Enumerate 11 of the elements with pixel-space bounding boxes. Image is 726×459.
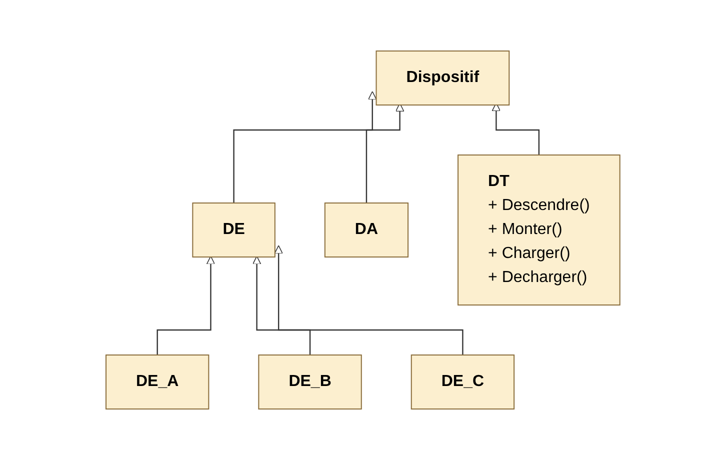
node-box: DT + Descendre() + Monter() + Charger() + Decharger() <box>458 154 620 305</box>
node-box: DA <box>324 202 409 257</box>
arrow <box>156 255 216 356</box>
node-box: Dispositif <box>376 50 510 105</box>
node-box: DE_A <box>106 354 210 409</box>
arrow <box>233 90 377 204</box>
node-box: DE_C <box>410 354 515 409</box>
node-box: DE <box>192 202 276 257</box>
node-box: DE_B <box>258 354 362 409</box>
arrow <box>252 255 311 356</box>
arrow <box>274 244 464 356</box>
